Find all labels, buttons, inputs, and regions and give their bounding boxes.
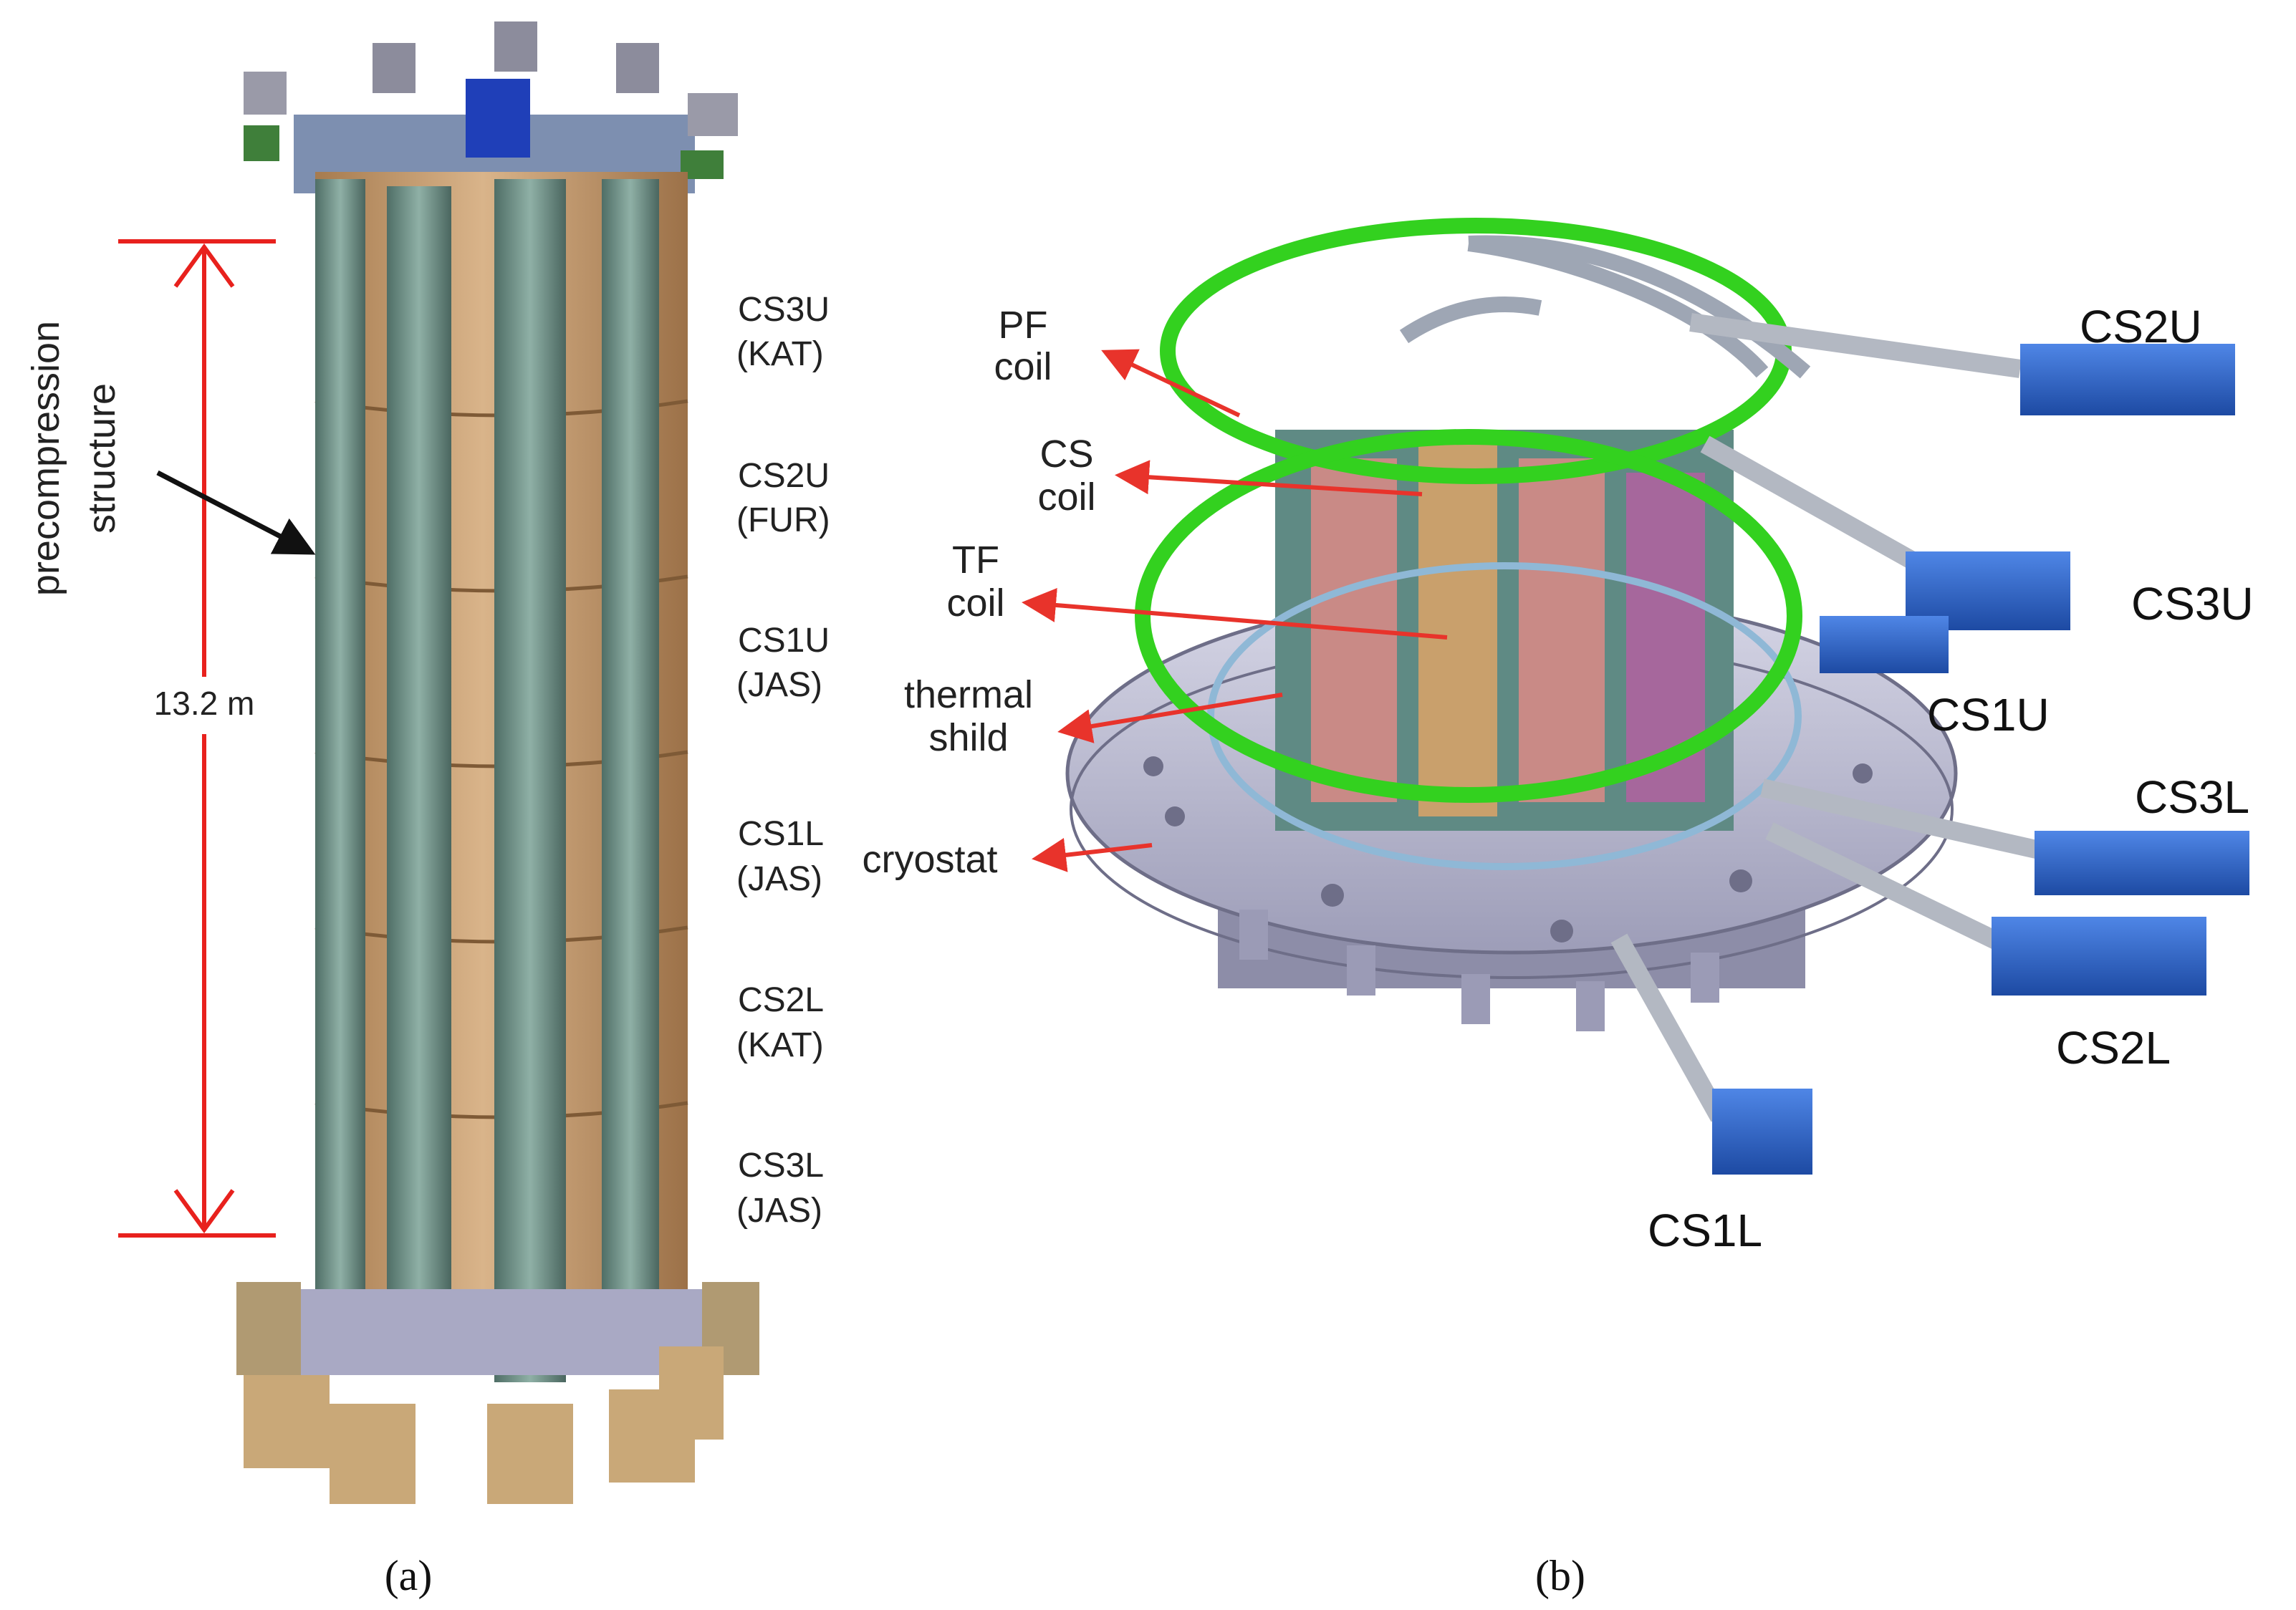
feeder-box-cs2l [1992, 917, 2206, 996]
panel-b-caption: (b) [1535, 1552, 1585, 1599]
structure-annotation: precompression structure [24, 321, 316, 596]
module-site-cs3l: (JAS) [736, 1192, 822, 1230]
feeder-label-cs3l: CS3L [2135, 771, 2249, 823]
module-site-cs3u: (KAT) [736, 335, 824, 373]
panel-b: PF coil CS coil TF coil thermal shild cr… [862, 218, 2254, 1599]
tie-plates [315, 179, 659, 1382]
feeder-box-cs3l [2035, 831, 2249, 895]
cryostat-label: cryostat [862, 838, 997, 881]
height-dimension: 13.2 m [118, 239, 276, 1238]
module-name-cs1u: CS1U [738, 622, 830, 660]
feeder-labels: CS2U CS3U CS1U CS3L CS2L CS1L [1648, 301, 2254, 1256]
pf-coil-label-line1: PF [998, 304, 1047, 347]
module-site-cs1u: (JAS) [736, 666, 822, 704]
feeder-label-cs3u: CS3U [2131, 578, 2254, 630]
module-site-cs2l: (KAT) [736, 1026, 824, 1064]
panel-a: 13.2 m precompression structure CS3U (KA… [24, 21, 830, 1599]
structure-label-line1: precompression [24, 321, 67, 596]
feeder-label-cs2l: CS2L [2056, 1022, 2171, 1074]
module-name-cs1l: CS1L [738, 815, 824, 853]
tokamak-drawing [1065, 218, 2249, 1175]
module-name-cs2l: CS2L [738, 981, 824, 1019]
cryostat-arrow [1032, 838, 1153, 872]
dimension-label: 13.2 m [154, 685, 255, 722]
tf-coil-arrow [1022, 588, 1448, 640]
feeder-label-cs1u: CS1U [1927, 689, 2050, 741]
cs-coil-arrow [1115, 460, 1423, 496]
module-name-cs3l: CS3L [738, 1147, 824, 1185]
feeder-label-cs2u: CS2U [2080, 301, 2202, 352]
support-feet [1239, 910, 1719, 1031]
feeder-box-cs1u [1820, 616, 1949, 673]
thermal-shield-label-line1: thermal [904, 673, 1033, 716]
pf-coil-arrow [1101, 349, 1241, 418]
module-site-cs2u: (FUR) [736, 501, 830, 539]
thermal-shield-label-line2: shild [928, 716, 1008, 759]
upper-flange-assembly [244, 21, 738, 193]
thermal-shield-arrow [1057, 693, 1283, 743]
module-labels: CS3U (KAT) CS2U (FUR) CS1U (JAS) CS1L (J… [736, 291, 830, 1230]
cs-coil-label-line2: coil [1037, 476, 1095, 519]
feeder-label-cs1l: CS1L [1648, 1205, 1762, 1256]
lower-flange-assembly [236, 1282, 759, 1504]
pf-coil-label-line2: coil [994, 345, 1052, 388]
cs-stack-drawing [236, 21, 759, 1504]
feeder-boxes [1712, 344, 2249, 1175]
module-site-cs1l: (JAS) [736, 860, 822, 898]
feeder-box-cs2u [2020, 344, 2235, 415]
structure-label-line2: structure [80, 383, 123, 534]
feeder-box-cs1l [1712, 1089, 1812, 1175]
tf-coil-label-line1: TF [952, 539, 999, 582]
module-name-cs3u: CS3U [738, 291, 830, 329]
panel-a-caption: (a) [385, 1552, 433, 1599]
module-name-cs2u: CS2U [738, 457, 830, 495]
structure-arrow [156, 470, 316, 555]
tf-coil-label-line2: coil [946, 582, 1004, 625]
cs-coil-label-line1: CS [1039, 433, 1093, 476]
feeder-lines [1610, 313, 2051, 1122]
central-feeders [1399, 235, 1811, 379]
component-annotations: PF coil CS coil TF coil thermal shild cr… [862, 304, 1448, 881]
